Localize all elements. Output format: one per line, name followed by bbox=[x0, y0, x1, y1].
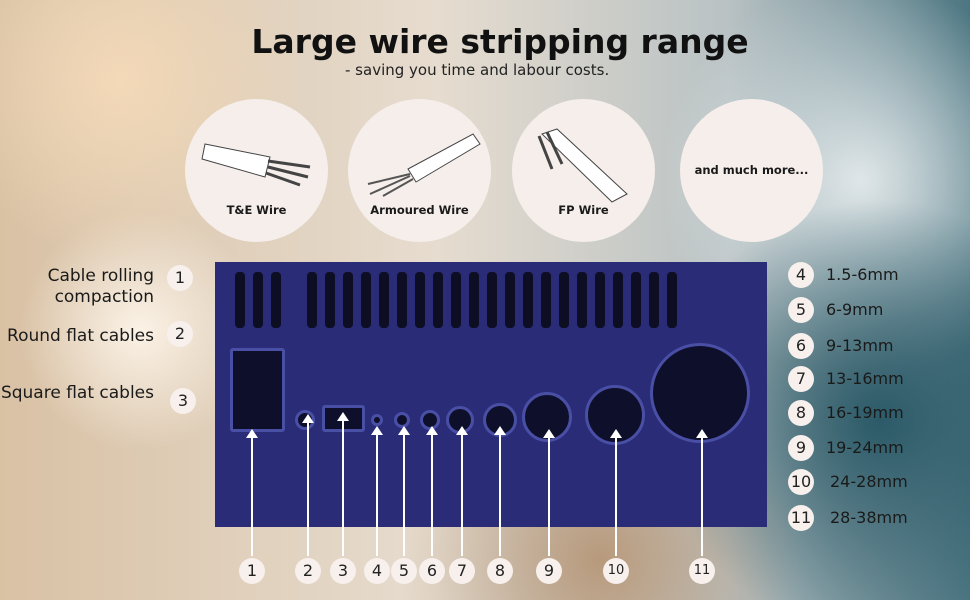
page-title: Large wire stripping range bbox=[251, 22, 749, 61]
number-badge: 4 bbox=[364, 558, 390, 584]
number-badge: 5 bbox=[788, 297, 814, 323]
stripping-hole bbox=[650, 343, 750, 443]
stripping-hole bbox=[483, 403, 517, 437]
wire-armoured: Armoured Wire bbox=[348, 99, 491, 242]
pointer-arrow bbox=[610, 429, 622, 556]
vent-slot bbox=[451, 272, 461, 328]
wire-te: T&E Wire bbox=[185, 99, 328, 242]
stripping-hole bbox=[371, 414, 383, 426]
left-label-3: Square flat cables bbox=[0, 383, 154, 403]
vent-slot bbox=[631, 272, 641, 328]
fp-wire-icon bbox=[537, 128, 628, 203]
left-label-1: Cable rolling compaction bbox=[47, 266, 154, 307]
number-badge: 5 bbox=[391, 558, 417, 584]
number-badge: 1 bbox=[167, 265, 193, 291]
vent-slot bbox=[343, 272, 353, 328]
vent-slot bbox=[361, 272, 371, 328]
vent-slot bbox=[325, 272, 335, 328]
number-badge: 11 bbox=[788, 505, 814, 531]
vent-slot bbox=[415, 272, 425, 328]
vent-slot bbox=[505, 272, 515, 328]
number-badge: 3 bbox=[170, 388, 196, 414]
vent-slot bbox=[577, 272, 587, 328]
number-badge: 9 bbox=[788, 435, 814, 461]
number-badge: 7 bbox=[788, 366, 814, 392]
vent-slot bbox=[379, 272, 389, 328]
wire-label: T&E Wire bbox=[226, 203, 287, 217]
te-wire-icon bbox=[201, 143, 311, 187]
left-label-2: Round flat cables bbox=[7, 326, 154, 346]
vent-slot bbox=[397, 272, 407, 328]
range-label: 9-13mm bbox=[826, 336, 894, 355]
vent-slot bbox=[235, 272, 245, 328]
pointer-arrow bbox=[246, 429, 258, 556]
number-badge: 8 bbox=[788, 400, 814, 426]
pointer-arrow bbox=[302, 414, 314, 556]
number-badge: 7 bbox=[449, 558, 475, 584]
pointer-arrow bbox=[543, 429, 555, 556]
pointer-arrow bbox=[494, 426, 506, 556]
number-badge: 8 bbox=[487, 558, 513, 584]
wire-label: Armoured Wire bbox=[370, 203, 469, 217]
vent-slot bbox=[433, 272, 443, 328]
wire-label: and much more... bbox=[694, 163, 809, 177]
wire-more: and much more... bbox=[680, 99, 823, 242]
vent-slot bbox=[541, 272, 551, 328]
pointer-arrow bbox=[337, 412, 349, 556]
vent-slot bbox=[271, 272, 281, 328]
pointer-arrow bbox=[398, 426, 410, 556]
range-label: 24-28mm bbox=[830, 472, 908, 491]
vent-slot bbox=[487, 272, 497, 328]
number-badge: 10 bbox=[788, 469, 814, 495]
pointer-arrow bbox=[371, 426, 383, 556]
vent-slot bbox=[667, 272, 677, 328]
pointer-arrow bbox=[696, 429, 708, 556]
range-label: 16-19mm bbox=[826, 403, 904, 422]
pointer-arrow bbox=[456, 426, 468, 556]
armoured-wire-icon bbox=[367, 133, 481, 197]
vent-slot bbox=[613, 272, 623, 328]
number-badge: 11 bbox=[689, 558, 715, 584]
vent-slot bbox=[469, 272, 479, 328]
vent-slot bbox=[649, 272, 659, 328]
number-badge: 2 bbox=[167, 321, 193, 347]
subtitle: - saving you time and labour costs. bbox=[345, 61, 610, 79]
range-label: 6-9mm bbox=[826, 300, 884, 319]
range-label: 28-38mm bbox=[830, 508, 908, 527]
number-badge: 2 bbox=[295, 558, 321, 584]
number-badge: 1 bbox=[239, 558, 265, 584]
vent-slot bbox=[523, 272, 533, 328]
wire-fp: FP Wire bbox=[512, 99, 655, 242]
range-label: 1.5-6mm bbox=[826, 265, 899, 284]
vent-slot bbox=[559, 272, 569, 328]
number-badge: 6 bbox=[419, 558, 445, 584]
number-badge: 6 bbox=[788, 333, 814, 359]
range-label: 19-24mm bbox=[826, 438, 904, 457]
pointer-arrow bbox=[426, 426, 438, 556]
vent-slot bbox=[253, 272, 263, 328]
vent-slot bbox=[307, 272, 317, 328]
number-badge: 3 bbox=[330, 558, 356, 584]
wire-label: FP Wire bbox=[558, 203, 609, 217]
number-badge: 9 bbox=[536, 558, 562, 584]
range-label: 13-16mm bbox=[826, 369, 904, 388]
vent-slot bbox=[595, 272, 605, 328]
stripping-slot bbox=[230, 348, 285, 432]
number-badge: 4 bbox=[788, 262, 814, 288]
number-badge: 10 bbox=[603, 558, 629, 584]
stripper-tool-image bbox=[215, 262, 767, 527]
